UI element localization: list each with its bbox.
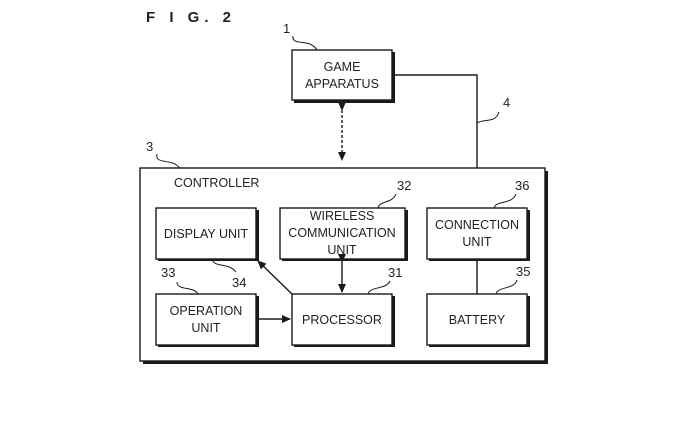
leader-line-35 (495, 279, 518, 295)
ref-33: 33 (161, 265, 175, 280)
leader-line-3 (156, 153, 181, 169)
ref-32: 32 (397, 178, 411, 193)
display-unit-label: DISPLAY UNIT (164, 227, 249, 241)
wireless-communication-unit-block: WIRELESS COMMUNICATION UNIT (279, 207, 408, 261)
leader-line-31 (367, 280, 391, 295)
leader-line-4 (476, 111, 500, 124)
processor-block: PROCESSOR (291, 293, 395, 347)
ref-1: 1 (283, 21, 290, 36)
cable-line (392, 74, 478, 207)
ref-31: 31 (388, 265, 402, 280)
connection-unit-label-line2: UNIT (462, 235, 492, 249)
leader-line-34 (211, 258, 237, 273)
processor-label: PROCESSOR (302, 313, 382, 327)
battery-block: BATTERY (426, 293, 530, 347)
operation-unit-block: OPERATION UNIT (155, 293, 259, 347)
game-apparatus-block: GAME APPARATUS (291, 49, 395, 103)
processor-display-arrow (257, 260, 293, 295)
display-unit-block: DISPLAY UNIT (155, 207, 259, 261)
ref-34: 34 (232, 275, 246, 290)
connection-unit-block: CONNECTION UNIT (426, 207, 530, 261)
operation-unit-label-line1: OPERATION (170, 304, 243, 318)
ref-4: 4 (503, 95, 510, 110)
ref-3: 3 (146, 139, 153, 154)
leader-line-36 (493, 193, 517, 209)
controller-label: CONTROLLER (174, 176, 259, 190)
ref-35: 35 (516, 264, 530, 279)
game-apparatus-label-line2: APPARATUS (305, 77, 379, 91)
ref-36: 36 (515, 178, 529, 193)
leader-line-33 (176, 281, 199, 295)
game-apparatus-label-line1: GAME (324, 60, 361, 74)
wireless-unit-label-line1: WIRELESS (310, 209, 375, 223)
figure-title: F I G. 2 (146, 9, 236, 26)
leader-line-1 (292, 35, 318, 51)
battery-label: BATTERY (449, 313, 506, 327)
leader-line-32 (377, 193, 397, 209)
connection-unit-label-line1: CONNECTION (435, 218, 519, 232)
wireless-unit-label-line2: COMMUNICATION (288, 226, 395, 240)
wireless-unit-label-line3: UNIT (327, 243, 357, 257)
operation-unit-label-line2: UNIT (191, 321, 221, 335)
